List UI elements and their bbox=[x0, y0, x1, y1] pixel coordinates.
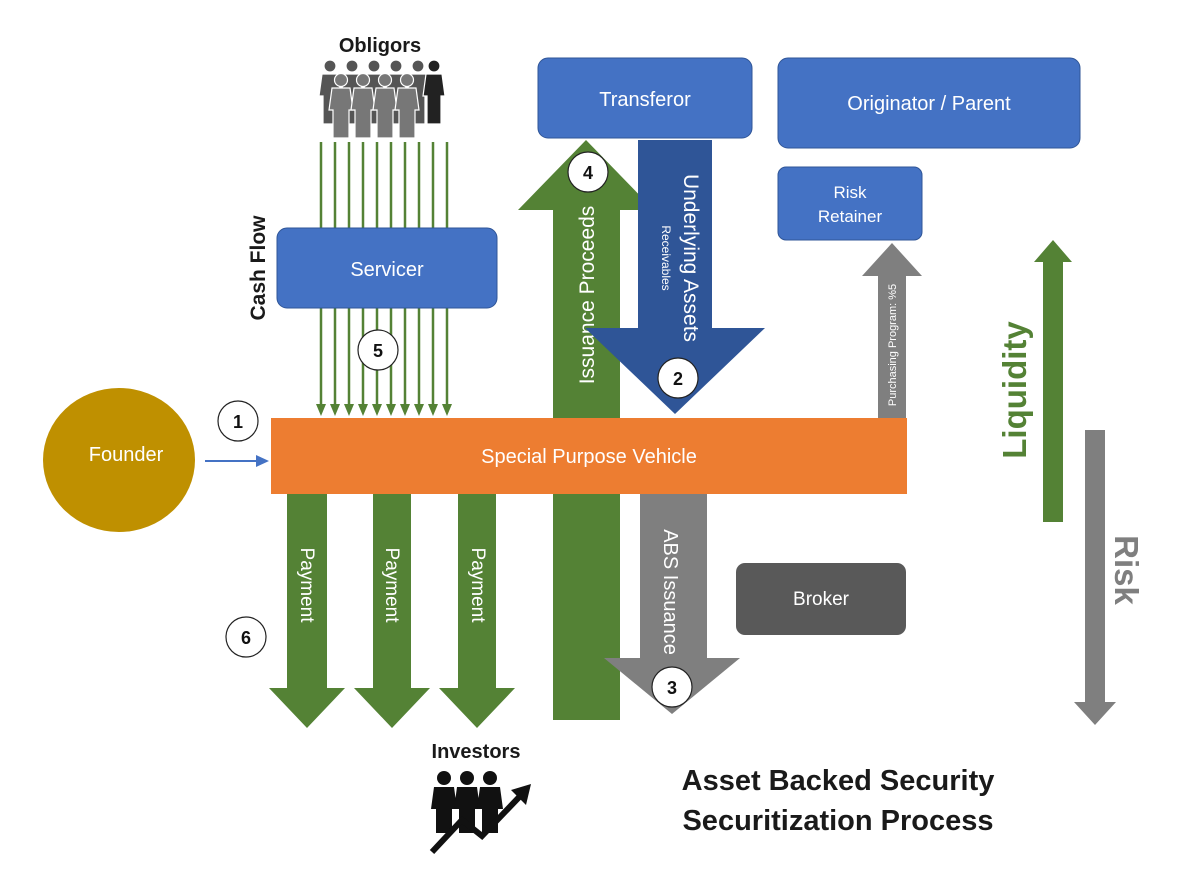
cash-flow-arrowhead bbox=[372, 404, 382, 416]
broker-box bbox=[736, 563, 906, 635]
risk-label: Risk bbox=[1108, 535, 1145, 605]
risk-retainer-label-2: Retainer bbox=[818, 207, 883, 226]
cash-flow-arrowhead bbox=[400, 404, 410, 416]
people-crowd-icon bbox=[318, 59, 446, 139]
payment-arrow-2 bbox=[354, 492, 430, 728]
payment-arrow-1 bbox=[269, 492, 345, 728]
risk-retainer-box bbox=[777, 166, 923, 241]
underlying-assets-label: Underlying Assets bbox=[679, 174, 702, 342]
step-badge-2 bbox=[657, 357, 699, 399]
receivables-label: Receivables bbox=[659, 225, 673, 290]
cash-flow-arrowhead bbox=[330, 404, 340, 416]
abs-issuance-label: ABS Issuance bbox=[659, 529, 681, 655]
liquidity-arrow bbox=[1034, 240, 1072, 522]
issuance-proceeds-label: Issuance Proceeds bbox=[576, 206, 599, 385]
obligors-label: Obligors bbox=[339, 35, 421, 57]
step-badge-1 bbox=[217, 400, 259, 442]
title-line-2: Securitization Process bbox=[682, 805, 993, 837]
founder-label: Founder bbox=[89, 444, 164, 466]
step-badge-4 bbox=[567, 151, 609, 193]
step-badge-3-text: 3 bbox=[667, 678, 677, 698]
step-badge-1-text: 1 bbox=[233, 412, 243, 432]
investors-growth-icon bbox=[429, 771, 531, 855]
transferor-box bbox=[537, 57, 753, 139]
broker-label: Broker bbox=[793, 589, 850, 610]
step-badge-3 bbox=[651, 666, 693, 708]
cash-flow-arrowhead bbox=[358, 404, 368, 416]
cash-flow-arrowhead bbox=[442, 404, 452, 416]
step-badge-5-text: 5 bbox=[373, 341, 383, 361]
payment-arrow-3 bbox=[439, 492, 515, 728]
step-badge-6 bbox=[225, 616, 267, 658]
cash-flow-arrowhead bbox=[316, 404, 326, 416]
investors-label: Investors bbox=[432, 741, 521, 763]
cash-flow-arrowhead bbox=[386, 404, 396, 416]
originator-label: Originator / Parent bbox=[847, 93, 1011, 115]
cash-flow-arrowhead bbox=[344, 404, 354, 416]
founder-node bbox=[43, 388, 195, 532]
payment-label-2: Payment bbox=[381, 548, 402, 624]
spv-box bbox=[271, 418, 907, 494]
step-badge-6-text: 6 bbox=[241, 628, 251, 648]
spv-label: Special Purpose Vehicle bbox=[481, 446, 697, 468]
purchasing-program-label: Purchasing Program: %5 bbox=[887, 284, 899, 406]
step-badge-2-text: 2 bbox=[673, 369, 683, 389]
servicer-label: Servicer bbox=[350, 259, 424, 281]
cash-flow-label: Cash Flow bbox=[247, 215, 270, 321]
step-badge-5 bbox=[357, 329, 399, 371]
payment-label-1: Payment bbox=[296, 548, 317, 624]
servicer-box bbox=[276, 227, 498, 309]
transferor-label: Transferor bbox=[599, 89, 691, 111]
risk-arrow bbox=[1074, 430, 1116, 725]
underlying-assets-arrow bbox=[585, 140, 765, 414]
risk-retainer-label-1: Risk bbox=[833, 183, 867, 202]
cash-flow-arrowhead bbox=[428, 404, 438, 416]
title-line-1: Asset Backed Security bbox=[682, 765, 995, 797]
payment-label-3: Payment bbox=[467, 548, 488, 624]
step-badges: 1 2 3 4 5 6 bbox=[217, 151, 699, 708]
abs-issuance-arrow bbox=[604, 492, 740, 714]
payment-arrows bbox=[269, 492, 515, 728]
cash-flow-arrowhead bbox=[414, 404, 424, 416]
step-badge-4-text: 4 bbox=[583, 163, 593, 183]
liquidity-label: Liquidity bbox=[996, 321, 1033, 459]
originator-box bbox=[777, 57, 1081, 149]
founder-to-spv-arrow bbox=[205, 455, 269, 467]
purchasing-program-arrow bbox=[862, 243, 922, 422]
